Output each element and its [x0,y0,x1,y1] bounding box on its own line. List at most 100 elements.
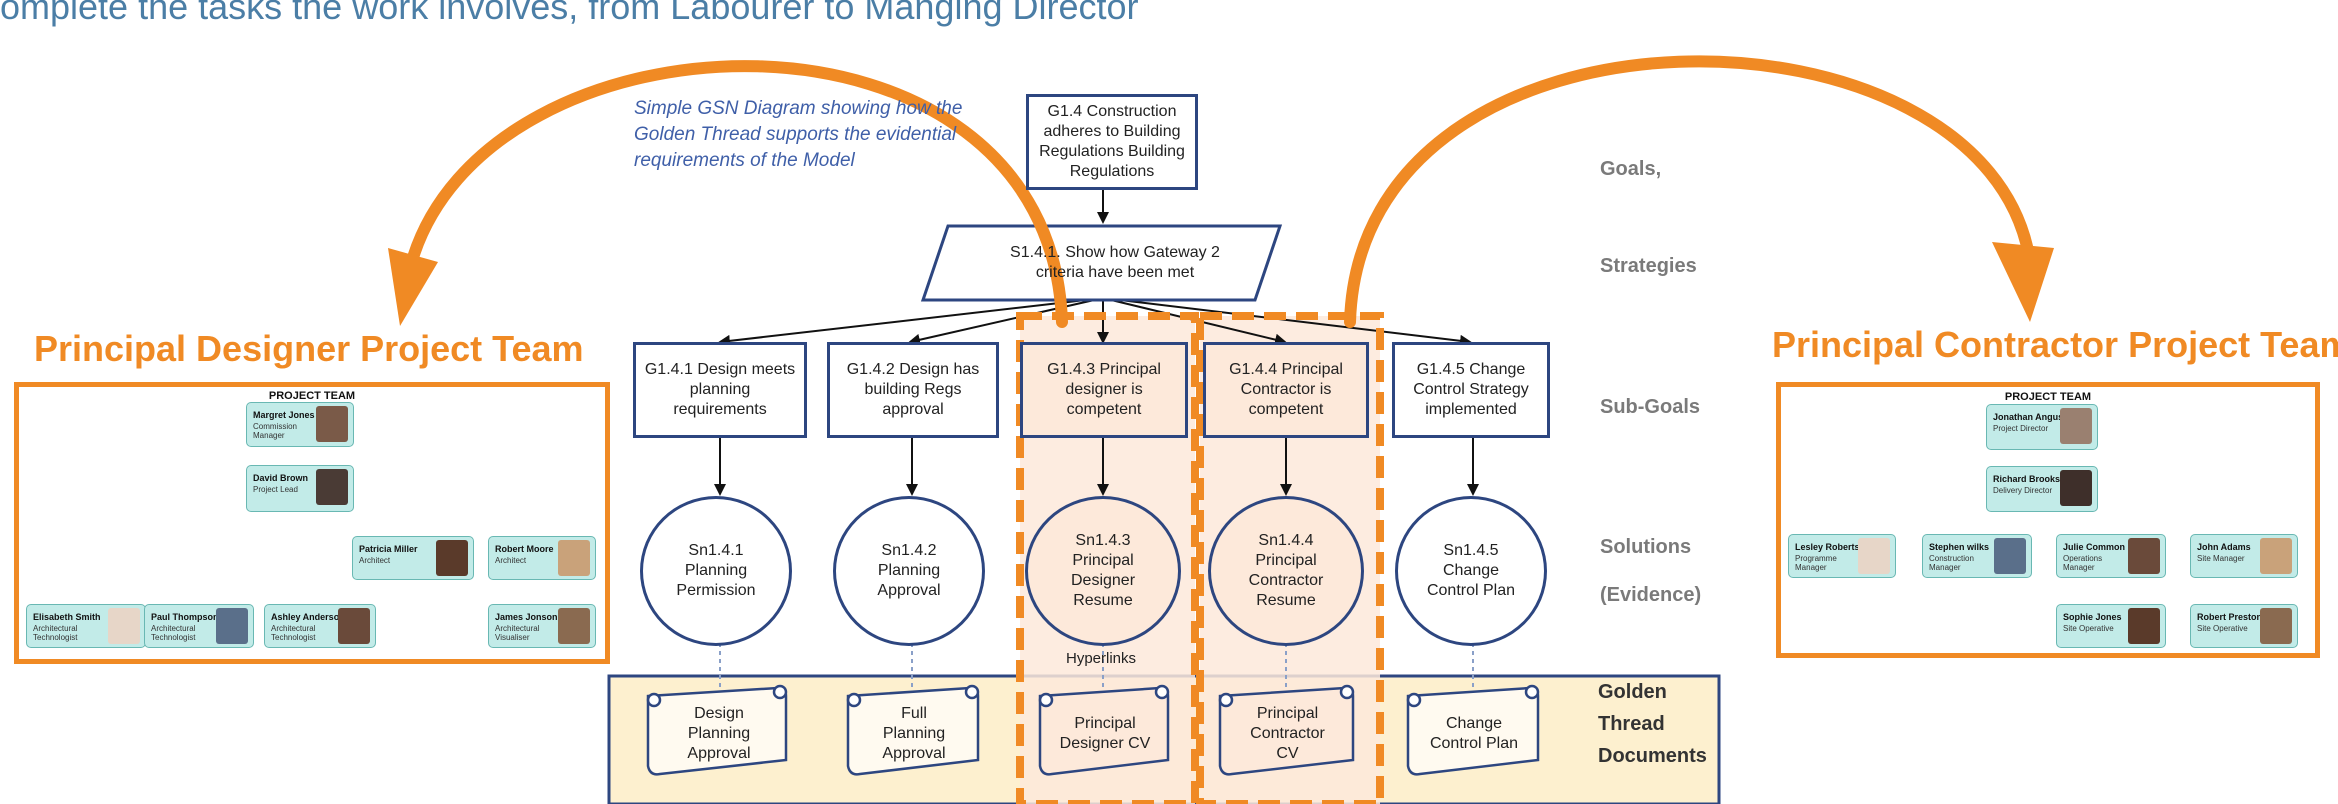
avatar [558,540,590,576]
member-name: Stephen wilks [1929,542,1990,552]
label-solutions: Solutions [1600,536,1692,558]
avatar [2060,470,2092,506]
document-2[interactable]: Full Planning Approval [853,698,975,770]
avatar [216,608,248,644]
avatar [436,540,468,576]
subgoal-box-5: G1.4.5 Change Control Strategy implement… [1392,342,1550,438]
solution-circle-5: Sn1.4.5 Change Control Plan [1395,496,1547,646]
goal-label: G1.4 Construction adheres to Building Re… [1039,103,1185,180]
org-card[interactable]: Elisabeth Smith Architectural Technologi… [26,604,146,648]
arrowhead-contractor [1992,242,2054,322]
member-name: Richard Brooks [1993,474,2061,484]
label-golden-thread: Golden Thread Documents [1598,681,1707,767]
subgoal-label-3: G1.4.3 Principal designer is competent [1047,361,1161,418]
subgoal-box-2: G1.4.2 Design has building Regs approval [827,342,999,438]
hyperlinks-label: Hyperlinks [1066,650,1137,667]
subgoal-box-3: G1.4.3 Principal designer is competent [1020,342,1188,438]
member-role: Programme Manager [1795,554,1837,572]
dashed-frame-designer [1016,312,1199,804]
member-name: Lesley Roberts [1795,542,1860,552]
strategy-label: S1.4.1. Show how Gateway 2 criteria have… [1010,244,1220,281]
avatar [316,406,348,442]
avatar [558,608,590,644]
org-card[interactable]: Margret Jones Commission Manager [246,402,354,447]
contractor-org-chart: Jonathan Angus Project Director Richard … [1776,382,2320,658]
designer-panel-title: PROJECT TEAM [268,390,356,402]
document-5[interactable]: Change Control Plan [1413,698,1535,770]
member-name: Paul Thompson [151,612,219,622]
member-role: Operations Manager [2063,554,2103,572]
org-card[interactable]: Robert Moore Architect [488,536,596,580]
org-card[interactable]: Sophie Jones Site Operative [2056,604,2166,648]
solution-label-1: Sn1.4.1 Planning Permission [676,542,756,599]
member-role: Site Operative [2063,624,2114,633]
solution-circle-3: Sn1.4.3 Principal Designer Resume [1025,496,1181,646]
subgoal-box-4: G1.4.4 Principal Contractor is competent [1203,342,1369,438]
document-4[interactable]: Principal Contractor CV [1225,698,1350,770]
member-role: Architectural Visualiser [495,624,540,642]
solution-circle-1: Sn1.4.1 Planning Permission [640,496,792,646]
avatar [108,608,140,644]
document-1[interactable]: Design Planning Approval [655,698,783,770]
avatar [2260,608,2292,644]
scroll-0 [646,684,788,776]
scroll-3 [1218,684,1355,776]
org-card[interactable]: Lesley Roberts Programme Manager [1788,534,1896,578]
member-name: Julie Common [2063,542,2126,552]
member-role: Project Lead [253,485,298,494]
goal-box: G1.4 Construction adheres to Building Re… [1026,94,1198,190]
subgoal-label-4: G1.4.4 Principal Contractor is competent [1229,361,1343,418]
member-role: Architect [495,556,527,565]
label-goals: Goals, [1600,158,1662,180]
org-card[interactable]: Ashley Anderson Architectural Technologi… [264,604,376,648]
dashed-frame-contractor [1196,312,1384,804]
org-card[interactable]: Stephen wilks Construction Manager [1922,534,2032,578]
org-card[interactable]: John Adams Site Manager [2190,534,2298,578]
contractor-team-title: Principal Contractor Project Team [1772,324,2338,365]
org-card[interactable]: Richard Brooks Delivery Director [1986,466,2098,512]
member-role: Site Operative [2197,624,2248,633]
diagram-caption: Simple GSN Diagram showing how the Golde… [634,98,963,171]
solution-label-5: Sn1.4.5 Change Control Plan [1426,542,1516,599]
avatar [2060,408,2092,444]
arrow-to-designer-team [404,60,1068,328]
arrow-to-contractor-team [1344,55,2036,328]
member-role: Architectural Technologist [271,624,316,642]
subgoal-label-1: G1.4.1 Design meets planning requirement… [644,361,796,418]
member-role: Architect [359,556,391,565]
scroll-4 [1406,684,1540,776]
member-role: Delivery Director [1993,486,2053,495]
member-name: David Brown [253,473,309,483]
scroll-2 [1038,684,1170,776]
member-name: John Adams [2197,542,2251,552]
member-name: Elisabeth Smith [33,612,101,622]
member-name: Patricia Miller [359,544,418,554]
member-role: Architectural Technologist [151,624,196,642]
member-role: Commission Manager [253,422,298,440]
org-card[interactable]: Julie Common Operations Manager [2056,534,2166,578]
org-card[interactable]: Robert Preston Site Operative [2190,604,2298,648]
avatar [1994,538,2026,574]
avatar [2260,538,2292,574]
member-role: Project Director [1993,424,2049,433]
contractor-panel-title: PROJECT TEAM [2004,391,2092,403]
solution-circle-4: Sn1.4.4 Principal Contractor Resume [1208,496,1364,646]
document-3[interactable]: Principal Designer CV [1045,698,1165,770]
solution-circle-2: Sn1.4.2 Planning Approval [833,496,985,646]
scroll-1 [846,684,980,776]
designer-team-title: Principal Designer Project Team [34,328,584,369]
arrowhead-designer [388,248,438,326]
document-label-3: Principal Designer CV [1059,715,1151,752]
label-evidence: (Evidence) [1600,584,1702,606]
document-label-2: Full Planning Approval [882,705,946,762]
org-card[interactable]: James Jonson Architectural Visualiser [488,604,596,648]
org-card[interactable]: Paul Thompson Architectural Technologist [144,604,254,648]
org-card[interactable]: David Brown Project Lead [246,465,354,512]
member-role: Construction Manager [1929,554,1974,572]
org-card[interactable]: Patricia Miller Architect [352,536,474,580]
strategy-box: S1.4.1. Show how Gateway 2 criteria have… [965,232,1265,294]
member-name: Margret Jones [253,410,315,420]
avatar [1858,538,1890,574]
org-card[interactable]: Jonathan Angus Project Director [1986,404,2098,450]
document-label-5: Change Control Plan [1429,715,1519,752]
